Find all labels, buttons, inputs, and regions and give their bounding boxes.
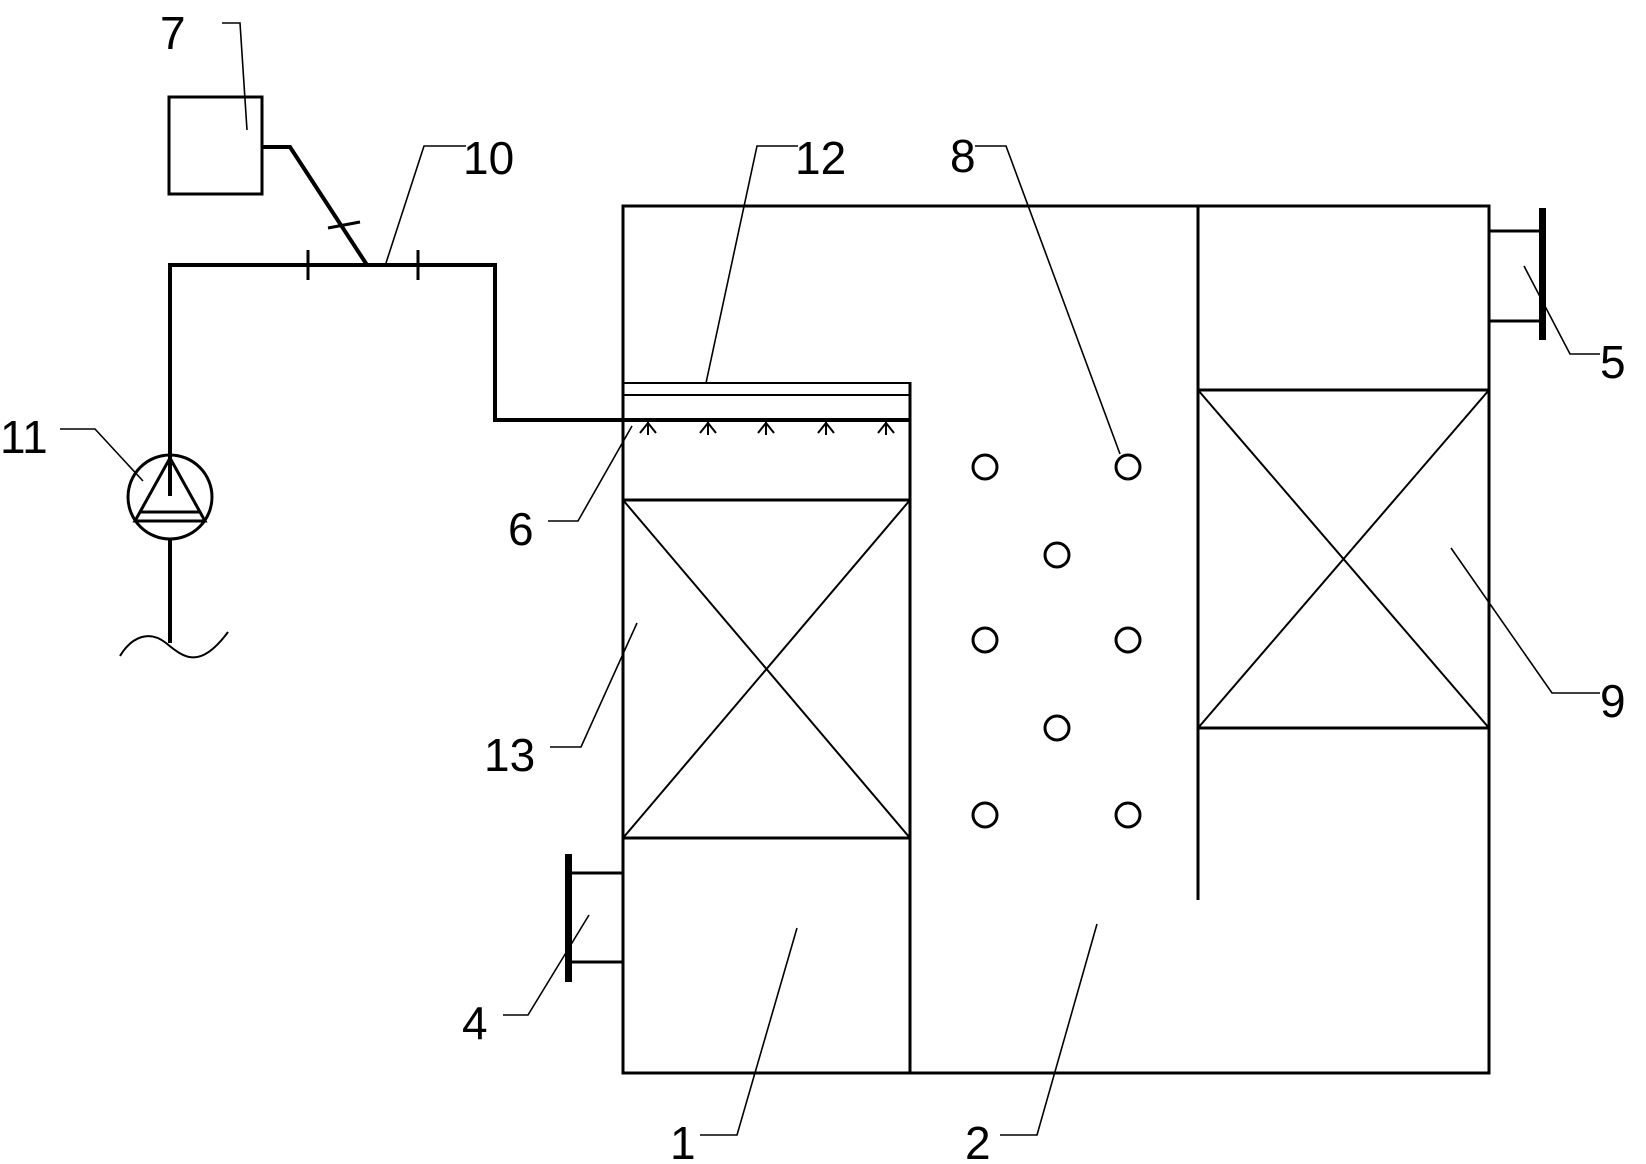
spray-pipe	[623, 382, 910, 422]
nozzle	[817, 421, 835, 435]
outlet-flange	[1489, 208, 1546, 340]
packing-diagonal	[1197, 389, 1490, 729]
label-10: 10	[463, 132, 514, 184]
packing-layer-left	[622, 498, 911, 840]
nozzle	[699, 421, 717, 435]
bubble	[971, 801, 999, 829]
pump-triangle	[132, 454, 208, 523]
dosing-tank	[167, 95, 264, 196]
leader-2	[1000, 923, 1098, 1136]
leader-5	[1523, 265, 1600, 355]
leader-12	[705, 145, 798, 384]
label-7: 7	[160, 7, 186, 59]
bubble	[1114, 626, 1142, 654]
label-9: 9	[1600, 675, 1626, 727]
dosing-branch-pipe	[262, 145, 369, 267]
leader-4	[503, 914, 590, 1016]
label-2: 2	[965, 1117, 991, 1164]
bubble	[971, 453, 999, 481]
nozzle	[639, 421, 657, 435]
leader-8	[975, 145, 1121, 455]
part-labels: 7 10 11 12 8 5 9 6 13 4 1 2	[0, 7, 1626, 1164]
label-5: 5	[1600, 336, 1626, 388]
aeration-bubbles	[971, 453, 1142, 829]
packing-layer-right	[1197, 388, 1490, 730]
leader-9	[1450, 547, 1600, 694]
leader-7	[222, 22, 248, 131]
bubble	[1043, 714, 1071, 742]
label-4: 4	[462, 997, 488, 1049]
leader-11	[60, 428, 144, 482]
bubble	[1114, 801, 1142, 829]
water-surface-wave	[119, 631, 229, 659]
packing-diagonal	[622, 499, 911, 839]
leader-lines	[60, 22, 1600, 1136]
leader-1	[700, 927, 798, 1136]
label-1: 1	[670, 1117, 696, 1164]
label-8: 8	[950, 130, 976, 182]
label-13: 13	[484, 729, 535, 781]
nozzle	[877, 421, 895, 435]
label-11: 11	[0, 411, 48, 463]
main-feed-pipe	[168, 263, 623, 496]
outlet-flange-plate	[1539, 208, 1546, 340]
leader-10	[385, 145, 466, 264]
bubble	[1114, 453, 1142, 481]
tank-outline	[621, 204, 1491, 1075]
branch-valve-mark	[327, 220, 361, 230]
inlet-flange-plate	[565, 854, 572, 982]
spray-nozzles	[639, 421, 895, 435]
label-6: 6	[508, 503, 534, 555]
nozzle	[757, 421, 775, 435]
pump	[119, 453, 229, 659]
feed-piping	[168, 145, 623, 496]
inlet-flange	[565, 854, 623, 982]
main-tank	[621, 204, 1491, 1075]
leader-13	[550, 622, 638, 748]
label-12: 12	[795, 132, 846, 184]
bubble	[1043, 541, 1071, 569]
leader-6	[548, 425, 633, 522]
bubble	[971, 626, 999, 654]
